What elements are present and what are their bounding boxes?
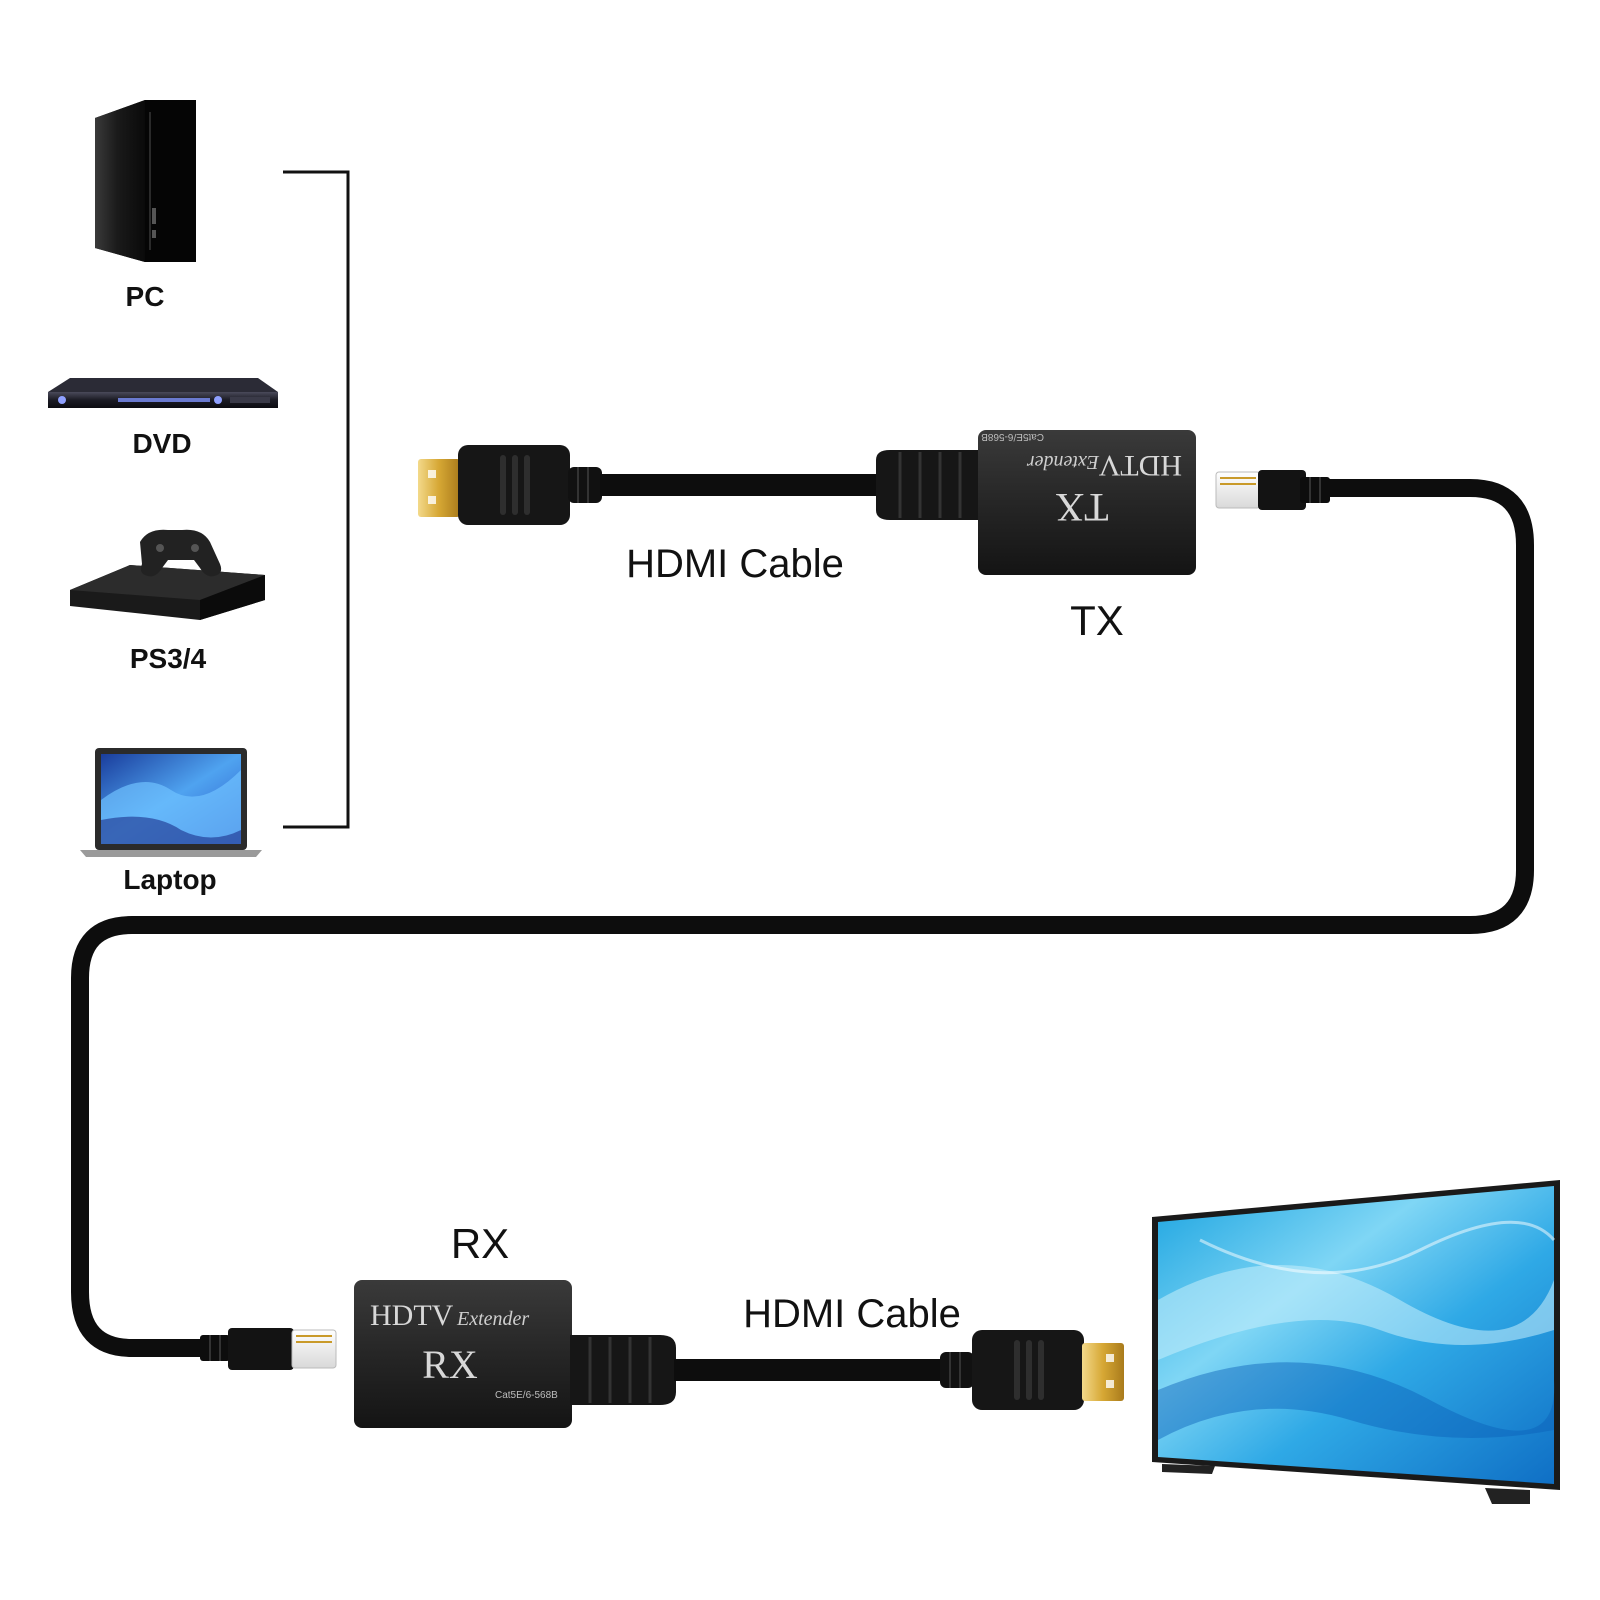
source-label-pc: PC (126, 281, 165, 312)
dvd-player-icon (48, 378, 278, 408)
tv-screen-icon (1152, 1180, 1560, 1490)
hdmi-cable-bottom (570, 1330, 1124, 1410)
hdmi-plug-tip (418, 459, 460, 517)
source-dvd: DVD (48, 378, 278, 459)
source-label-dvd: DVD (132, 428, 191, 459)
tv-stand-left (1162, 1464, 1215, 1474)
rx-caption: RX (451, 1220, 509, 1267)
tx-brand-text: HDTV (1098, 449, 1182, 482)
source-pc: PC (95, 100, 196, 312)
source-laptop: Laptop (80, 748, 262, 895)
game-console-icon (70, 529, 265, 620)
source-label-ps: PS3/4 (130, 643, 207, 674)
rj45-plug-rx (200, 1328, 337, 1370)
laptop-icon (80, 748, 262, 857)
tx-caption: TX (1070, 597, 1124, 644)
ethernet-cable (71, 479, 1534, 1357)
source-label-laptop: Laptop (123, 864, 216, 895)
source-console: PS3/4 (70, 529, 265, 674)
display-tv (1152, 1180, 1560, 1504)
rx-unit: HDTV Extender RX Cat5E/6-568B (354, 1280, 572, 1428)
cable-label-bottom: HDMI Cable (743, 1292, 961, 1336)
tv-stand-right (1485, 1488, 1530, 1504)
rx-mode-text: RX (422, 1342, 478, 1387)
hdmi-cable-top (418, 445, 980, 525)
hdmi-plug-tip-bottom (1082, 1343, 1124, 1401)
source-group-bracket (283, 170, 350, 829)
rj45-plug-tx (1215, 470, 1330, 510)
tx-spec-text: Cat5E/6-568B (981, 431, 1044, 442)
tx-brand-sub-text: Extender (1027, 451, 1100, 473)
cable-label-top: HDMI Cable (626, 542, 844, 586)
pc-tower-icon (95, 100, 196, 262)
tx-mode-text: TX (1055, 485, 1108, 530)
tx-unit: HDTV Extender TX Cat5E/6-568B (978, 430, 1196, 575)
rx-brand-text: HDTV (370, 1299, 454, 1332)
rx-brand-sub-text: Extender (456, 1308, 529, 1330)
rx-spec-text: Cat5E/6-568B (495, 1390, 558, 1401)
